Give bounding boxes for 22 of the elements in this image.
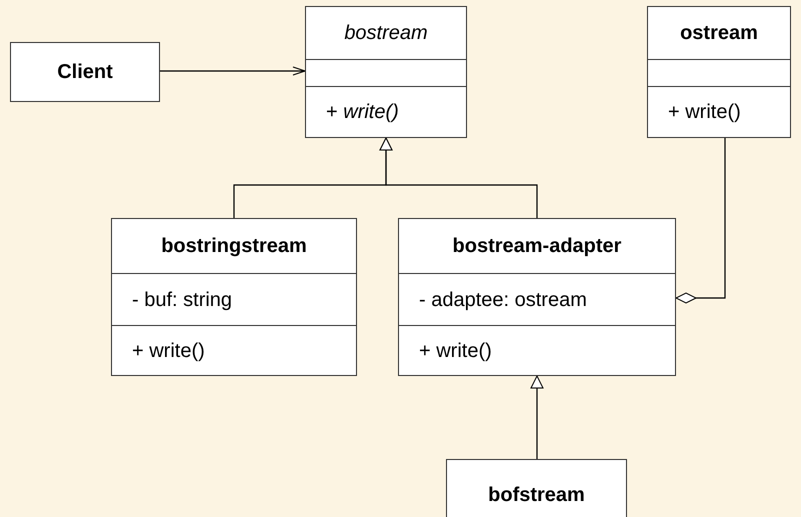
attribute-text: - buf: string	[132, 288, 232, 312]
class-name: Client	[57, 60, 113, 85]
method-text: + write()	[326, 100, 399, 125]
class-box	[305, 6, 467, 138]
inheritance-arrow	[380, 138, 538, 218]
class-name: bostream	[344, 21, 428, 46]
class-name: bostream-adapter	[452, 234, 622, 259]
class-box	[10, 42, 160, 102]
inheritance-arrow	[530, 376, 544, 459]
class-box	[446, 459, 627, 517]
arrow	[160, 66, 306, 76]
class-box	[398, 218, 676, 376]
class-box	[111, 218, 357, 376]
class-name: ostream	[680, 21, 758, 46]
method-text: + write()	[668, 100, 741, 125]
aggregation-connector	[676, 138, 726, 304]
class-name: bofstream	[488, 483, 585, 508]
attribute-text: - adaptee: ostream	[419, 288, 587, 312]
method-text: + write()	[132, 338, 205, 364]
class-name: bostringstream	[161, 234, 307, 259]
class-box	[647, 6, 791, 138]
method-text: + write()	[419, 338, 492, 364]
